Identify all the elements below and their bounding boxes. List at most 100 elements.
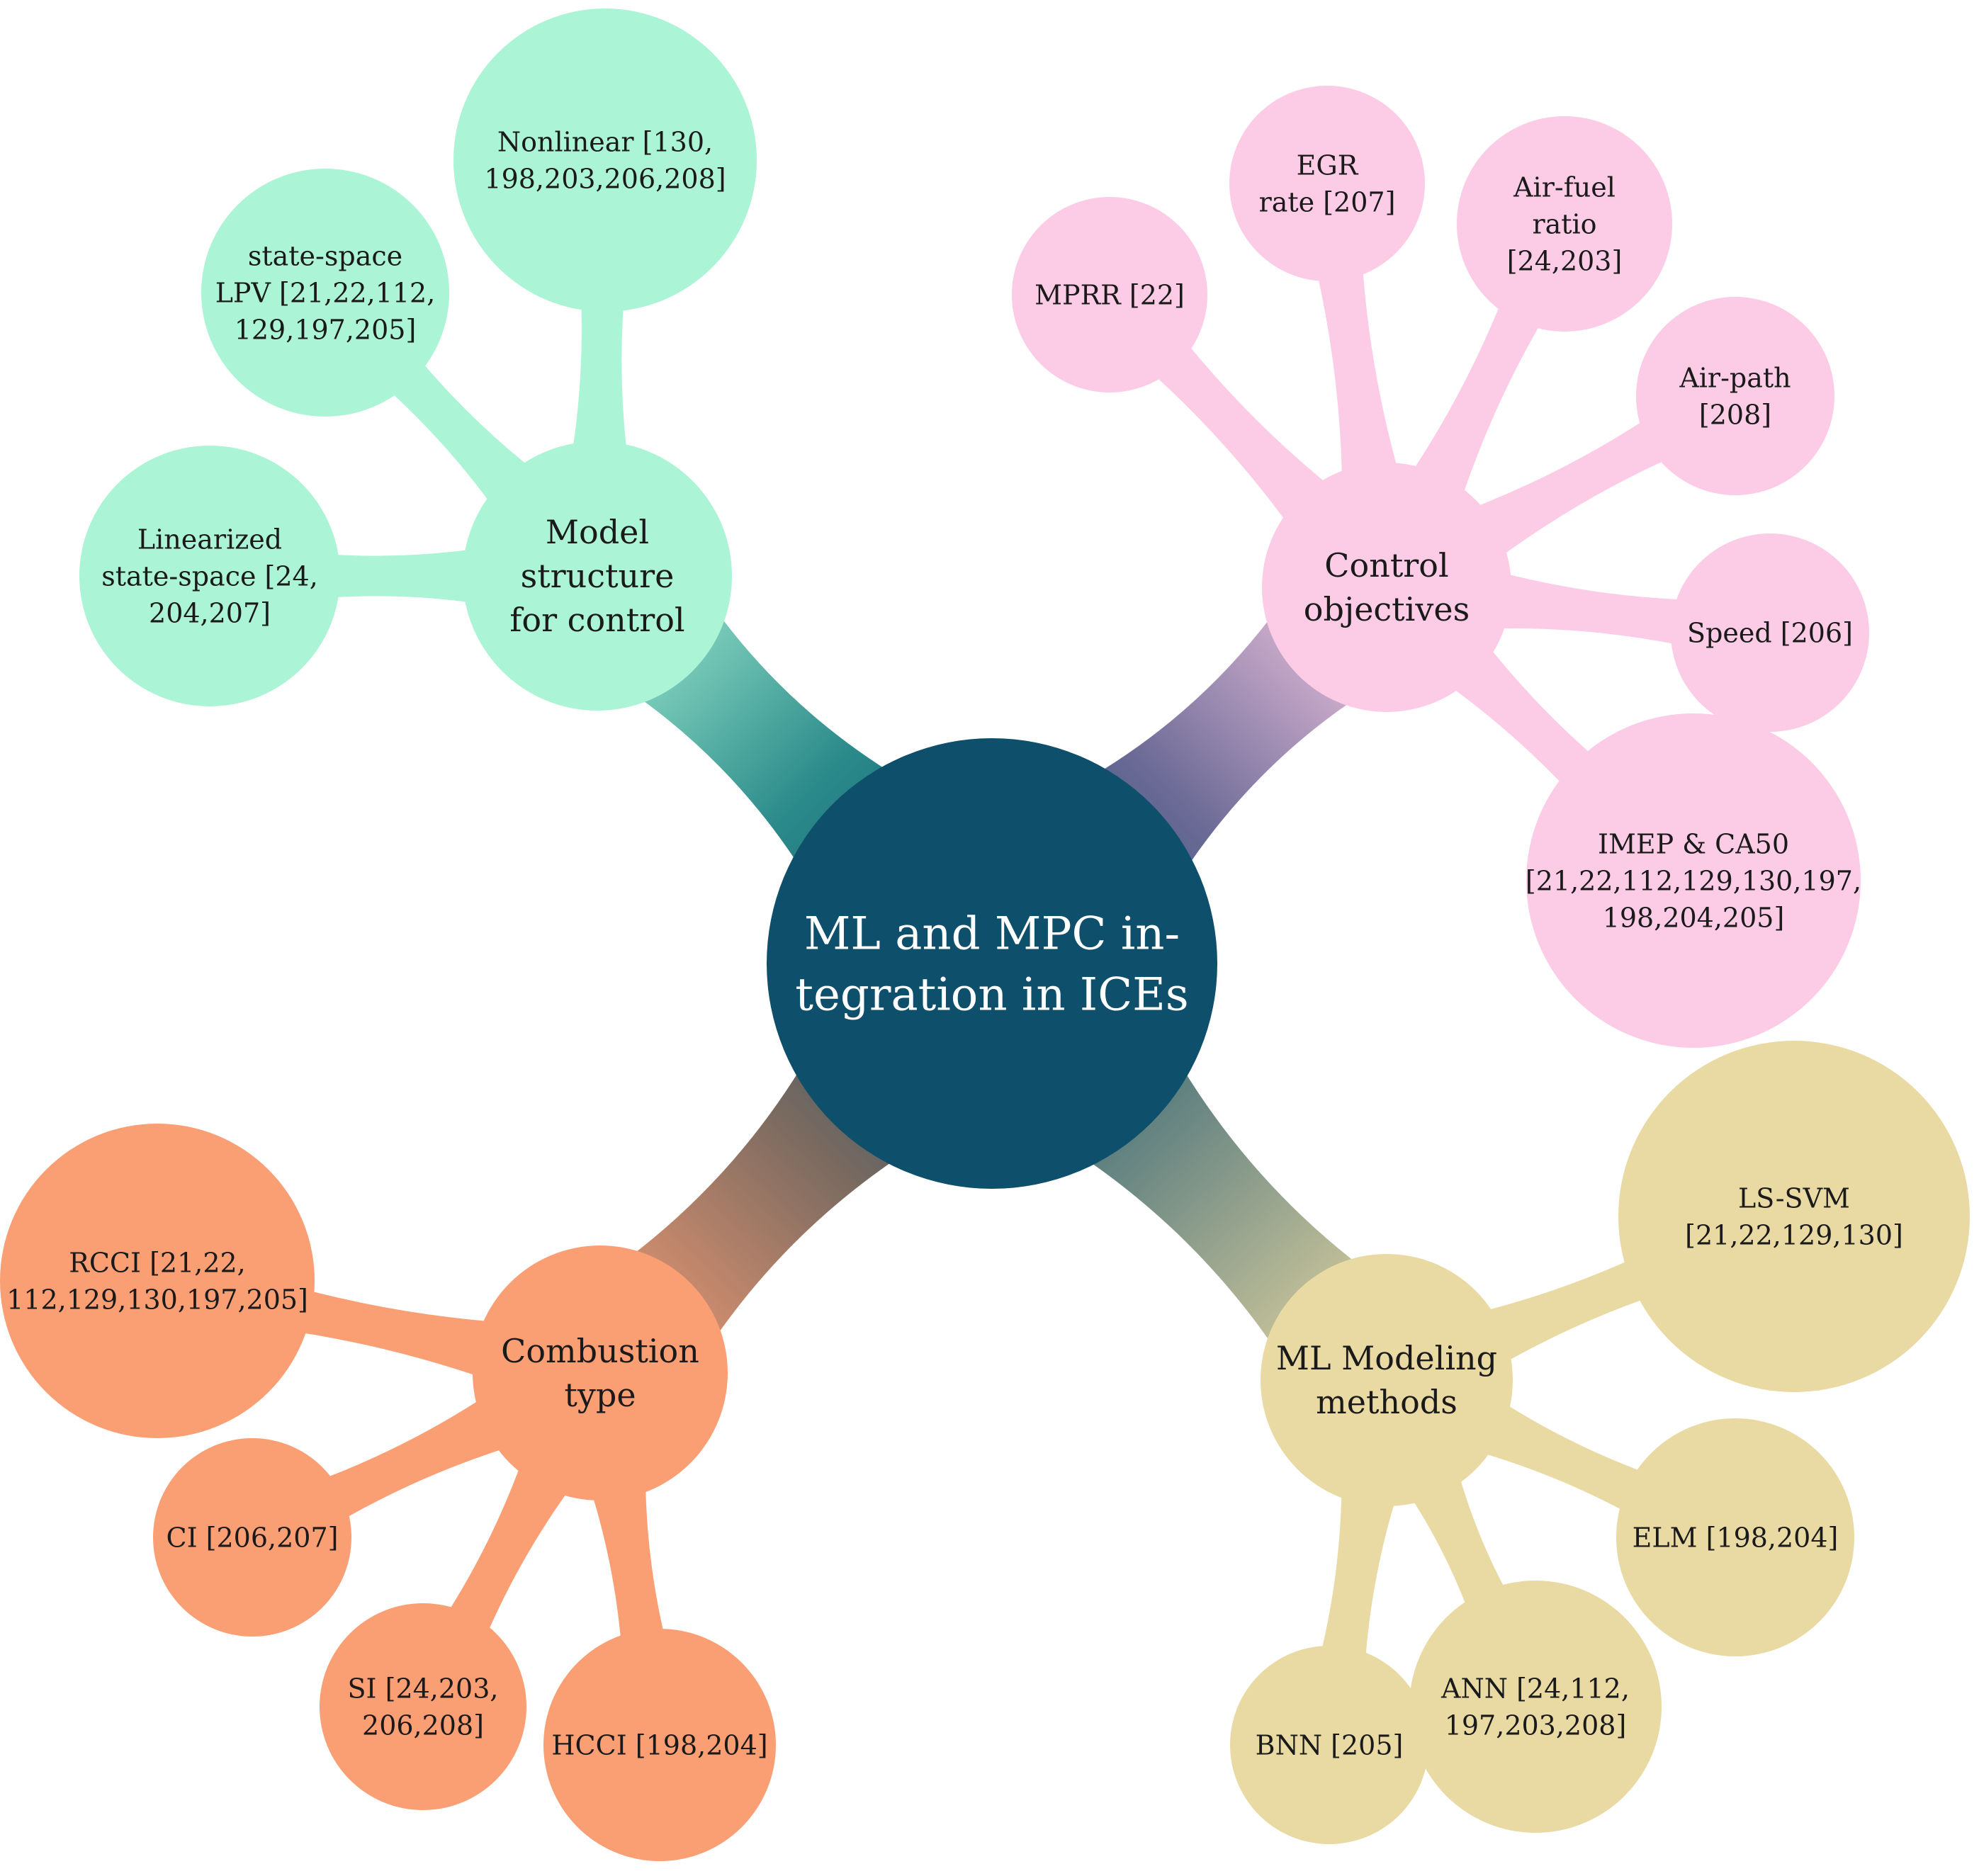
leaf-node-circle [1526, 713, 1861, 1048]
label-line: RCCI [21,22, [69, 1247, 246, 1278]
leaf-node-ann-24-112-197-203-208: ANN [24,112, 197,203,208] [1409, 1581, 1662, 1833]
leaf-node-circle [79, 446, 340, 706]
label-line: ELM [198,204] [1633, 1522, 1839, 1553]
leaf-node-rcci-21-22-112-129-130-197-205: RCCI [21,22, 112,129,130,197,205] [0, 1124, 315, 1438]
label-line: HCCI [198,204] [551, 1729, 767, 1761]
label-line: Air-fuel [1513, 171, 1616, 203]
leaf-node-ci-206-207: CI [206,207] [153, 1438, 351, 1637]
leaf-node-label: BNN [205] [1256, 1729, 1404, 1761]
leaf-node-label: RCCI [21,22, 112,129,130,197,205] [6, 1247, 308, 1315]
label-line: ML Modeling [1276, 1339, 1497, 1377]
label-line: state-space [24, [101, 560, 318, 592]
label-line: CI [206,207] [167, 1522, 339, 1553]
label-line: 197,203,208] [1445, 1710, 1627, 1741]
leaf-node-elm-198-204: ELM [198,204] [1616, 1418, 1854, 1656]
label-line: 198,203,206,208] [484, 163, 726, 194]
label-line: [21,22,112,129,130,197, [1526, 865, 1861, 896]
label-line: BNN [205] [1256, 1729, 1404, 1761]
leaf-node-label: Linearized state-space [24, 204,207] [101, 524, 318, 628]
leaf-node-label: CI [206,207] [167, 1522, 339, 1553]
leaf-node-circle [1230, 1646, 1428, 1844]
label-line: LS-SVM [1738, 1182, 1850, 1214]
connector-model-structure-for-control-linearized-state-space-24-204-207 [288, 542, 517, 610]
connector-control-objectives-air-fuel-ratio-24-203 [1389, 271, 1560, 536]
leaf-node-circle [1671, 533, 1869, 732]
leaf-node-label: Nonlinear [130,198,203,206,208] [484, 126, 726, 194]
label-line: type [564, 1376, 636, 1414]
branch-node-label: Control objectives [1304, 546, 1470, 628]
leaf-node-circle [1636, 297, 1834, 495]
branch-node-circle [463, 441, 732, 711]
leaf-node-label: HCCI [198,204] [551, 1729, 767, 1761]
leaf-node-circle [1616, 1418, 1854, 1656]
leaf-node-speed-206: Speed [206] [1671, 533, 1869, 732]
label-line: Speed [206] [1687, 617, 1853, 648]
connector-combustion-type-hcci-198-204 [578, 1443, 675, 1680]
branch-node-circle [1262, 463, 1511, 712]
center-node-circle [767, 738, 1217, 1189]
label-line: Combustion [501, 1332, 699, 1370]
leaf-node-egr-rate-207: EGR rate [207] [1229, 86, 1425, 281]
label-line: 112,129,130,197,205] [6, 1284, 308, 1315]
leaf-node-circle [0, 1124, 315, 1438]
branch-node-control-objectives: Control objectives [1262, 463, 1511, 712]
label-line: 129,197,205] [235, 314, 417, 345]
label-line: [21,22,129,130] [1685, 1219, 1903, 1250]
label-line: tegration in ICEs [795, 968, 1188, 1021]
label-line: ML and MPC in- [804, 908, 1180, 960]
branch-node-label: Combustion type [501, 1332, 699, 1414]
leaf-node-circle [1618, 1041, 1970, 1392]
leaf-node-imep-ca50-21-22-112-129-130-197-198-204-205: IMEP & CA50[21,22,112,129,130,197,198,20… [1526, 713, 1861, 1048]
label-line: objectives [1304, 590, 1470, 628]
branch-model-structure-for-control: Nonlinear [130,198,203,206,208] state-spa… [79, 9, 757, 711]
leaf-node-label: SI [24,203, 206,208] [348, 1673, 499, 1741]
leaf-node-circle [1409, 1581, 1662, 1833]
label-line: structure [521, 557, 675, 595]
branch-ml-modeling-methods: LS-SVM [21,22,129,130] ELM [198,204] ANN [2… [1230, 1041, 1970, 1844]
label-line: 206,208] [362, 1710, 484, 1741]
label-line: ANN [24,112, [1440, 1673, 1630, 1704]
leaf-node-label: Air-path[208] [1679, 362, 1791, 430]
leaf-node-air-path-208: Air-path[208] [1636, 297, 1834, 495]
leaf-node-label: Speed [206] [1687, 617, 1853, 648]
label-line: Control [1324, 546, 1448, 584]
label-line: Linearized [137, 524, 282, 555]
label-line: EGR [1297, 149, 1359, 181]
label-line: methods [1316, 1383, 1458, 1421]
connector-control-objectives-egr-rate-207 [1310, 237, 1410, 519]
leaf-node-linearized-state-space-24-204-207: Linearized state-space [24, 204,207] [79, 446, 340, 706]
leaf-node-circle [201, 169, 449, 417]
connector-model-structure-for-control-nonlinear-130-198-203-206-208 [565, 250, 633, 496]
branch-node-ml-modeling-methods: ML Modeling methods [1261, 1254, 1513, 1506]
branch-node-label: ML Modeling methods [1276, 1339, 1497, 1421]
label-line: SI [24,203, [348, 1673, 499, 1704]
label-line: 204,207] [149, 597, 271, 628]
leaf-node-label: MPRR [22] [1034, 279, 1185, 310]
label-line: IMEP & CA50 [1598, 828, 1789, 859]
leaf-node-label: ELM [198,204] [1633, 1522, 1839, 1553]
connector-combustion-type-rcci-21-22-112-129-130-197-205 [244, 1275, 533, 1391]
leaf-node-hcci-198-204: HCCI [198,204] [543, 1629, 776, 1861]
branch-combustion-type: RCCI [21,22, 112,129,130,197,205] CI [206,… [0, 1124, 776, 1861]
label-line: state-space [248, 240, 402, 271]
leaf-node-bnn-205: BNN [205] [1230, 1646, 1428, 1844]
label-line: Model [546, 513, 649, 551]
leaf-node-ls-svm-21-22-129-130: LS-SVM [21,22,129,130] [1618, 1041, 1970, 1392]
label-line: rate [207] [1259, 186, 1396, 217]
connector-control-objectives-speed-206 [1457, 562, 1714, 651]
branch-node-circle [473, 1245, 728, 1501]
connector-ml-modeling-methods-bnn-205 [1313, 1450, 1409, 1690]
center-node: ML and MPC in-tegration in ICEs [767, 738, 1217, 1189]
leaf-node-label: EGR rate [207] [1259, 149, 1396, 217]
connector-control-objectives-air-path-208 [1436, 402, 1696, 582]
label-line: MPRR [22] [1034, 279, 1185, 310]
leaf-node-nonlinear-130-198-203-206-208: Nonlinear [130,198,203,206,208] [453, 9, 757, 312]
